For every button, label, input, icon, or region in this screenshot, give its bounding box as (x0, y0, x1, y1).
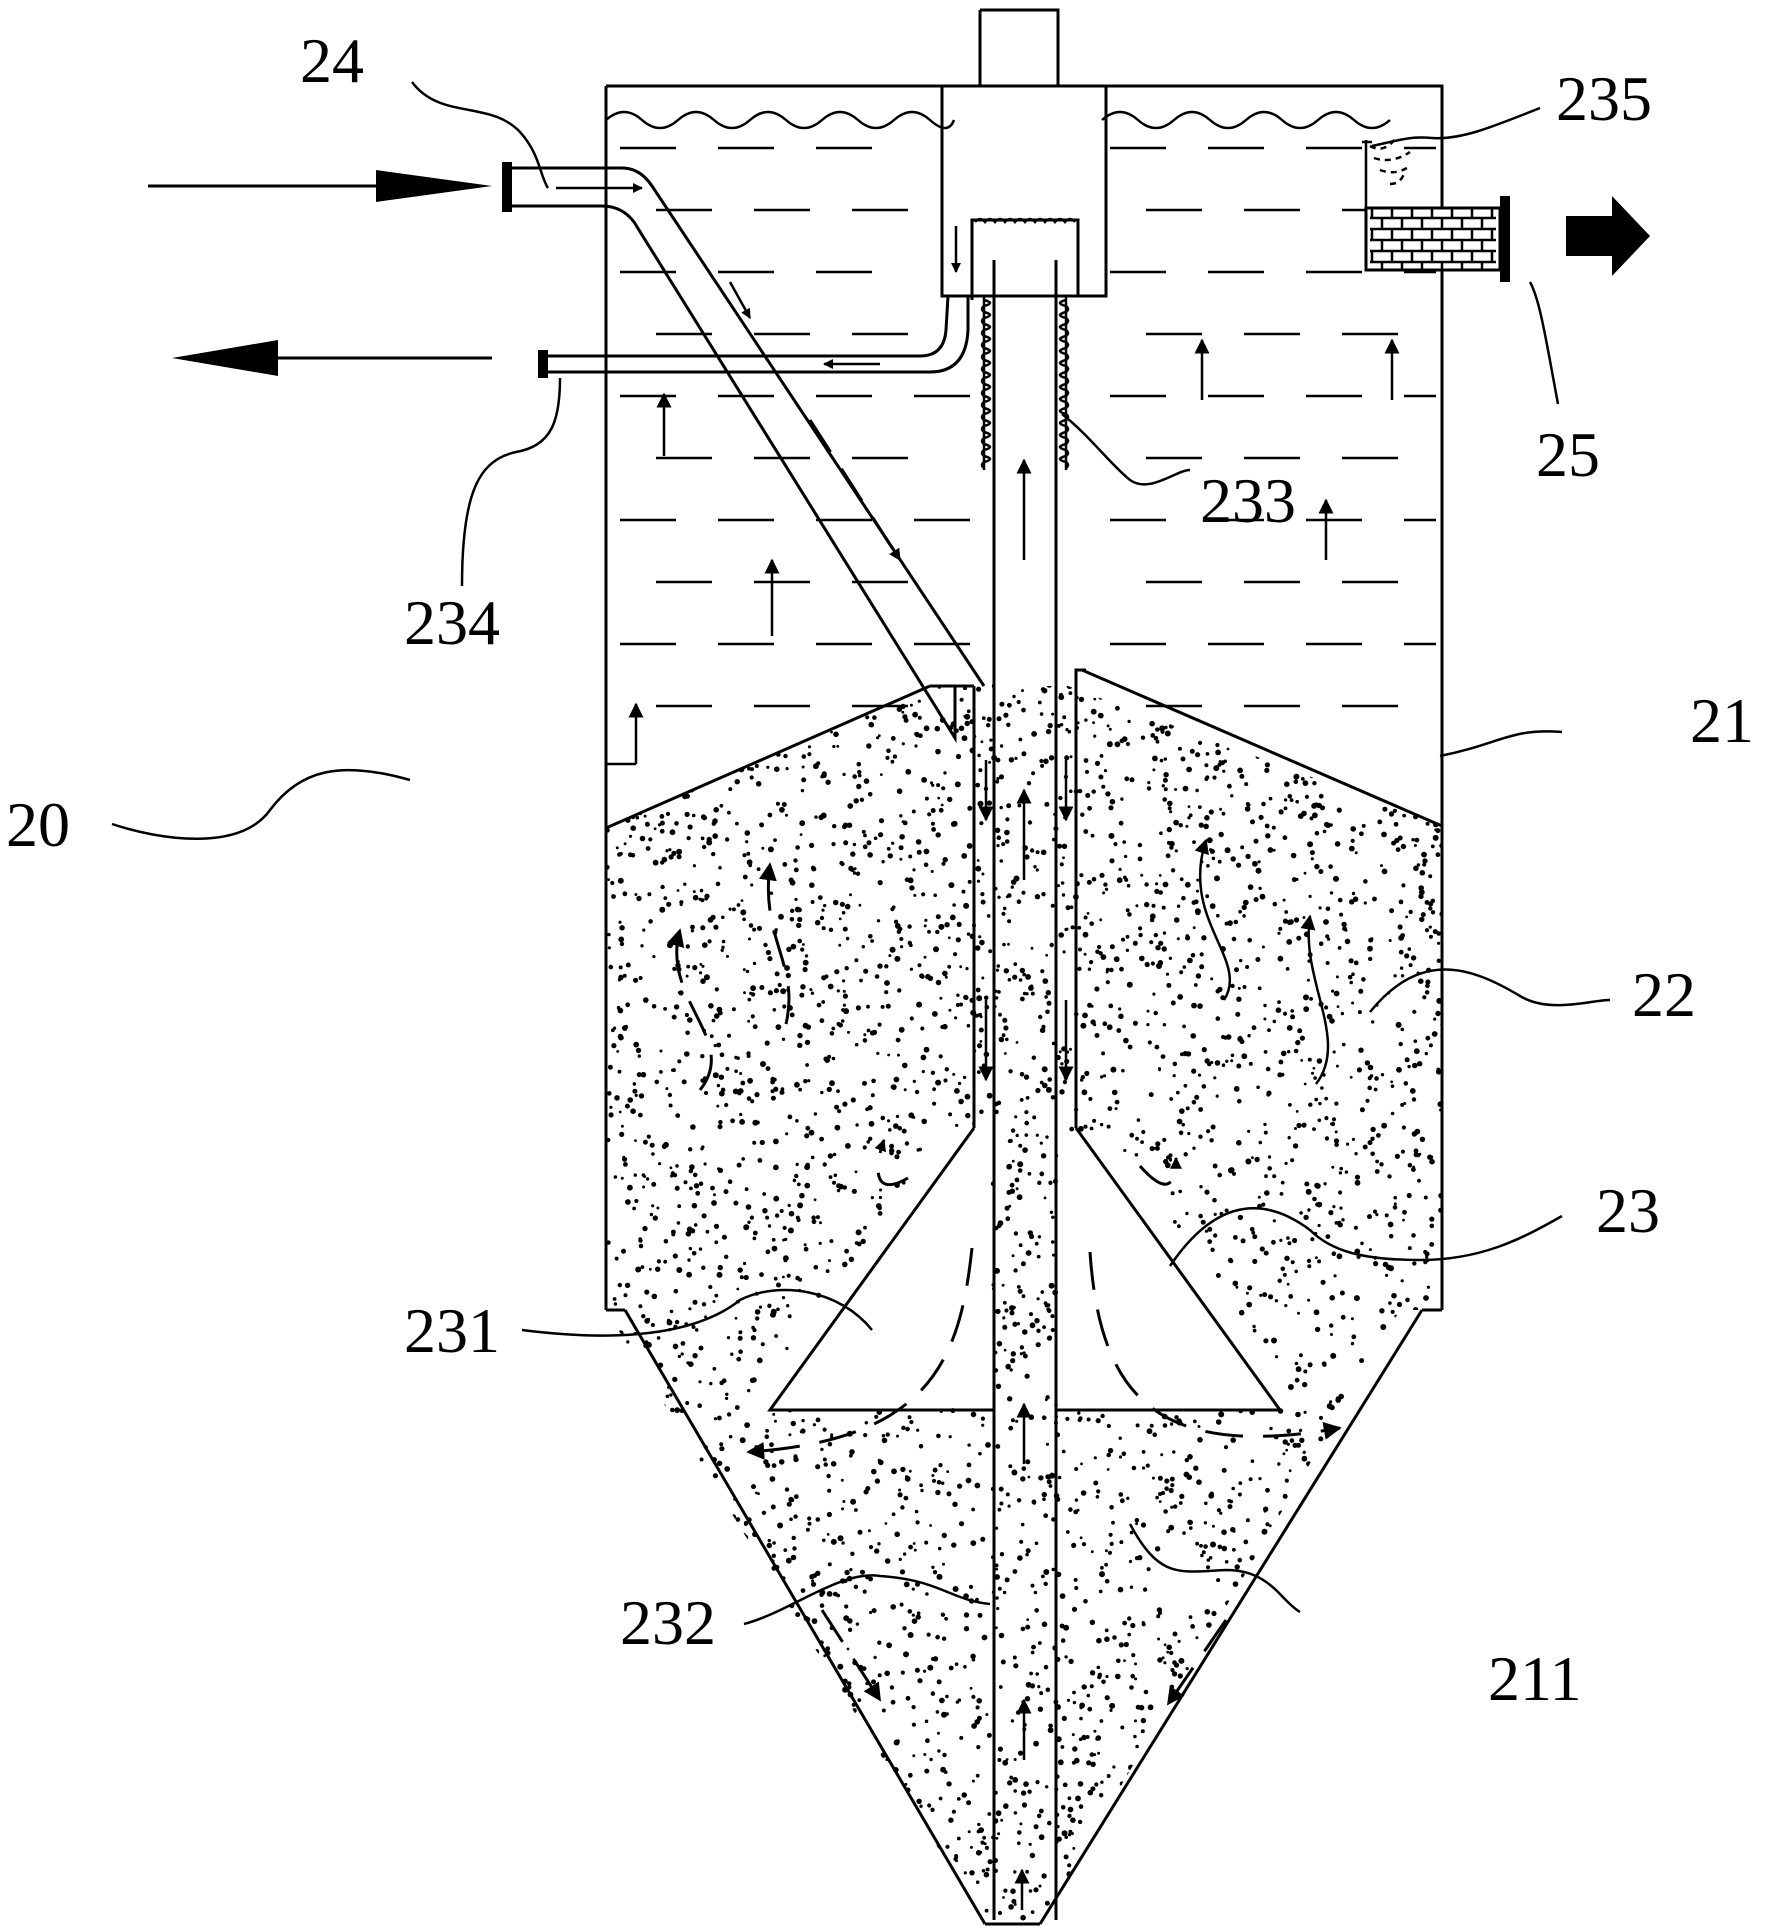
label-25: 25 (1536, 419, 1600, 490)
sand-surface (605, 668, 1443, 830)
water-dash-lines (620, 146, 1436, 708)
arrow-left-icon (172, 340, 278, 376)
flow-arrows (148, 170, 1650, 1910)
label-22: 22 (1632, 959, 1696, 1030)
label-20: 20 (6, 789, 70, 860)
arrow-right-icon (376, 170, 492, 202)
label-21: 21 (1690, 685, 1754, 756)
label-23: 23 (1596, 1175, 1660, 1246)
spray-nozzle-lines (1369, 137, 1411, 186)
filter-mesh (1370, 208, 1496, 270)
label-232: 232 (620, 1587, 716, 1658)
inlet-pipe (502, 162, 986, 744)
label-234: 234 (404, 587, 500, 658)
outlet-filter (1362, 140, 1510, 282)
return-pipe (538, 295, 970, 378)
leader-lines (111, 81, 1611, 1626)
label-24: 24 (300, 25, 364, 96)
spiral-washer (980, 296, 1070, 470)
label-231: 231 (404, 1295, 500, 1366)
washing-box (940, 84, 1108, 300)
bold-arrow-right-icon (1566, 196, 1650, 276)
label-211: 211 (1488, 1643, 1582, 1714)
part-labels: 24 235 25 233 234 21 20 22 23 231 232 21… (6, 25, 1754, 1714)
label-233: 233 (1200, 465, 1296, 536)
water-surface (605, 110, 1391, 130)
tank-body (604, 84, 1444, 1926)
sand-lift-pipe (978, 8, 1060, 1920)
cone-distributor (767, 668, 1283, 1412)
label-235: 235 (1556, 63, 1652, 134)
water-dashes (620, 146, 1436, 708)
